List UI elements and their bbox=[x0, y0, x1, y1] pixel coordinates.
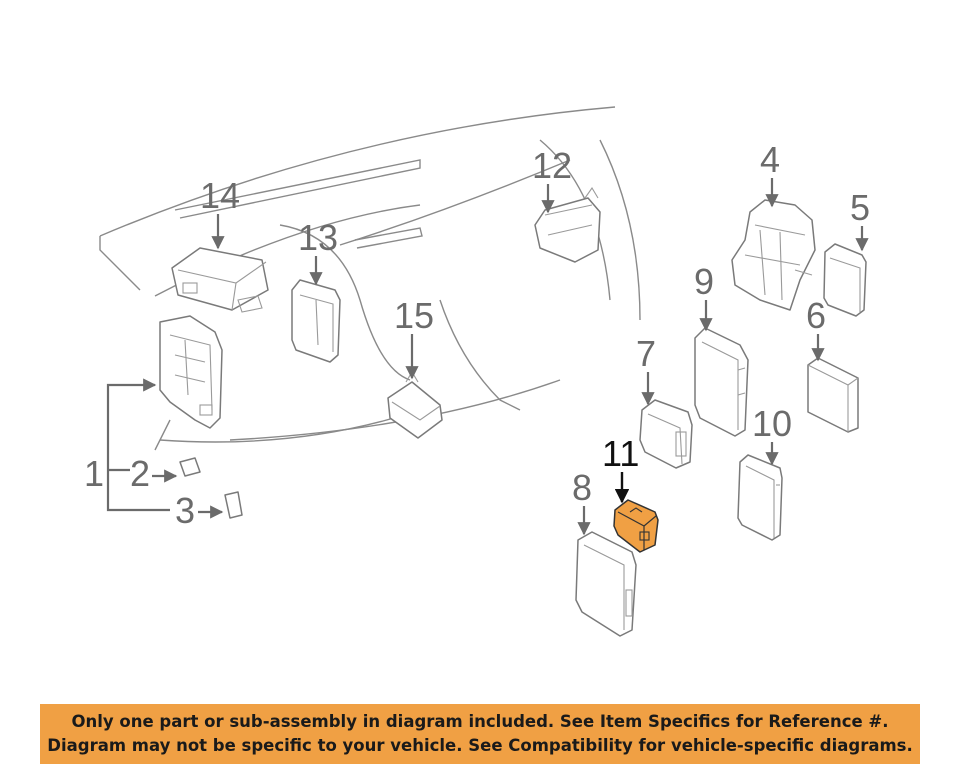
callout-2: 2 bbox=[130, 453, 150, 494]
part-11-relay-highlighted bbox=[613, 499, 659, 553]
callout-12: 12 bbox=[532, 145, 572, 186]
part-13-module bbox=[291, 279, 341, 363]
part-6-module bbox=[807, 357, 859, 433]
part-5-module bbox=[823, 243, 867, 317]
part-2-relay bbox=[179, 457, 201, 477]
callout-8: 8 bbox=[572, 467, 592, 508]
callout-9: 9 bbox=[694, 261, 714, 302]
part-8-ecu bbox=[575, 531, 637, 637]
callout-3: 3 bbox=[175, 490, 195, 531]
part-9-ecu bbox=[694, 327, 749, 437]
disclaimer-line-1: Only one part or sub-assembly in diagram… bbox=[71, 712, 889, 731]
part-7-module bbox=[639, 399, 693, 469]
callout-4: 4 bbox=[760, 139, 780, 180]
disclaimer-banner: Only one part or sub-assembly in diagram… bbox=[40, 704, 920, 764]
callout-10: 10 bbox=[752, 403, 792, 444]
part-3-clip bbox=[224, 491, 243, 519]
callout-14: 14 bbox=[200, 175, 240, 216]
leader-lines bbox=[106, 178, 869, 536]
disclaimer-line-2: Diagram may not be specific to your vehi… bbox=[47, 736, 913, 755]
callout-15: 15 bbox=[394, 295, 434, 336]
callout-13: 13 bbox=[298, 217, 338, 258]
callout-5: 5 bbox=[850, 187, 870, 228]
callout-1: 1 bbox=[84, 453, 104, 494]
parts-diagram: 1 2 3 4 5 6 7 8 9 10 11 12 13 14 15 bbox=[84, 106, 870, 637]
part-12-module bbox=[534, 186, 601, 263]
part-15-module bbox=[387, 370, 443, 439]
part-1-junction-block bbox=[159, 315, 223, 429]
callout-11: 11 bbox=[602, 433, 639, 474]
part-4-bracket bbox=[731, 199, 816, 311]
part-14-module bbox=[171, 247, 269, 313]
part-10-module bbox=[737, 454, 783, 541]
callout-7: 7 bbox=[636, 333, 656, 374]
callout-6: 6 bbox=[806, 295, 826, 336]
